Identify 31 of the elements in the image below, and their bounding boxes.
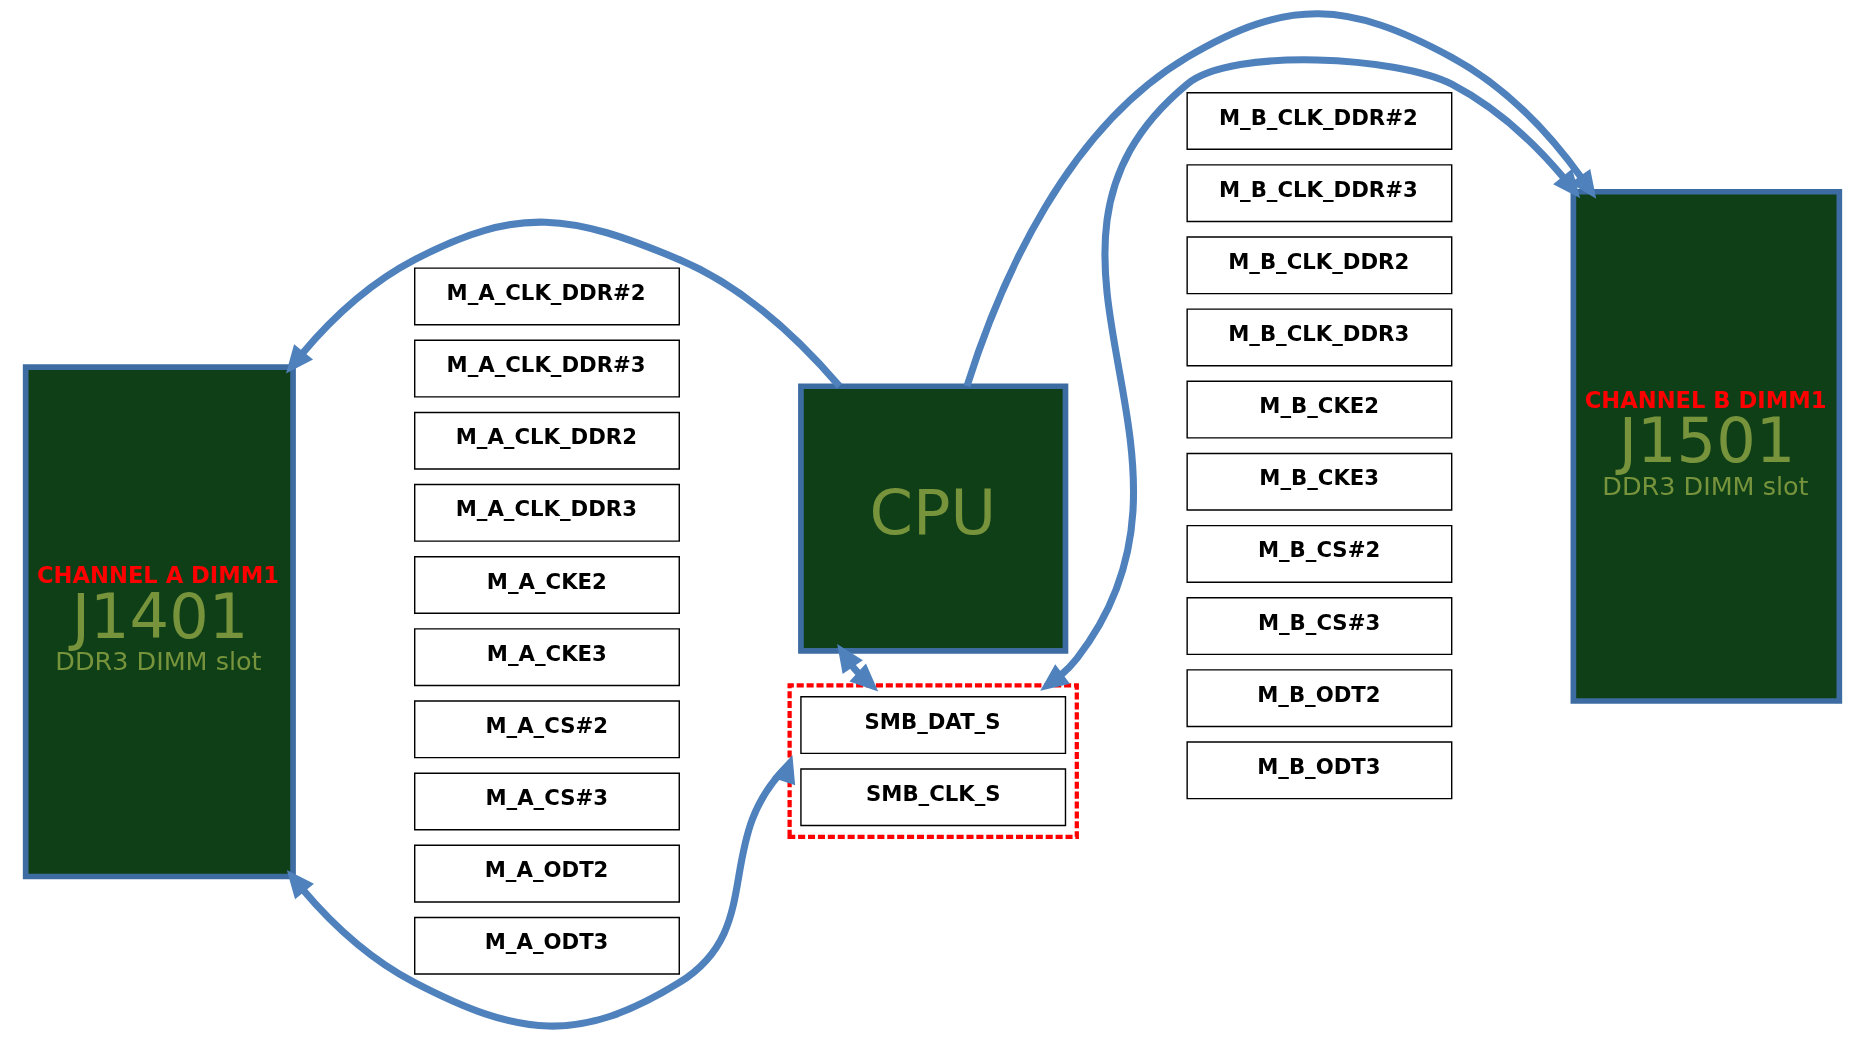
arrow [1040, 56, 1581, 691]
node-box: M_A_CS#3 [414, 772, 680, 831]
node-box: M_B_CS#3 [1186, 597, 1453, 656]
node-box: M_A_CKE2 [414, 556, 680, 615]
node-box: M_A_CLK_DDR2 [414, 411, 680, 470]
node-box: SMB_DAT_S [800, 696, 1067, 755]
node-box: M_A_CLK_DDR#2 [414, 267, 680, 326]
node-box: CHANNEL B DIMM1 J1501 DDR3 DIMM slot [1570, 188, 1843, 704]
node-box: CHANNEL A DIMM1 J1401 DDR3 DIMM slot [22, 364, 296, 880]
node-box: M_B_CLK_DDR2 [1186, 236, 1453, 295]
node-box: M_B_CLK_DDR#3 [1186, 164, 1453, 223]
node-box: M_A_ODT3 [414, 916, 680, 975]
node-box: CPU [798, 383, 1069, 654]
arrow [837, 643, 879, 692]
node-box: M_B_ODT3 [1186, 741, 1453, 800]
node-box: M_B_CS#2 [1186, 524, 1453, 583]
node-box: M_A_CS#2 [414, 700, 680, 759]
node-box: M_A_CKE3 [414, 628, 680, 687]
node-box: M_B_CKE3 [1186, 452, 1453, 511]
node-box: SMB_CLK_S [800, 768, 1067, 827]
node-box: M_B_CLK_DDR#2 [1186, 92, 1453, 150]
node-box: M_A_ODT2 [414, 844, 680, 903]
arrow [963, 10, 1597, 388]
node-box: M_B_CKE2 [1186, 380, 1453, 439]
node-box: M_A_CLK_DDR3 [414, 483, 680, 542]
node-box: M_B_CLK_DDR3 [1186, 308, 1453, 367]
cluster [787, 683, 1079, 839]
node-box: M_B_ODT2 [1186, 669, 1453, 728]
arrow [286, 755, 796, 1030]
node-box: M_A_CLK_DDR#3 [414, 339, 680, 398]
arrow [285, 218, 843, 389]
